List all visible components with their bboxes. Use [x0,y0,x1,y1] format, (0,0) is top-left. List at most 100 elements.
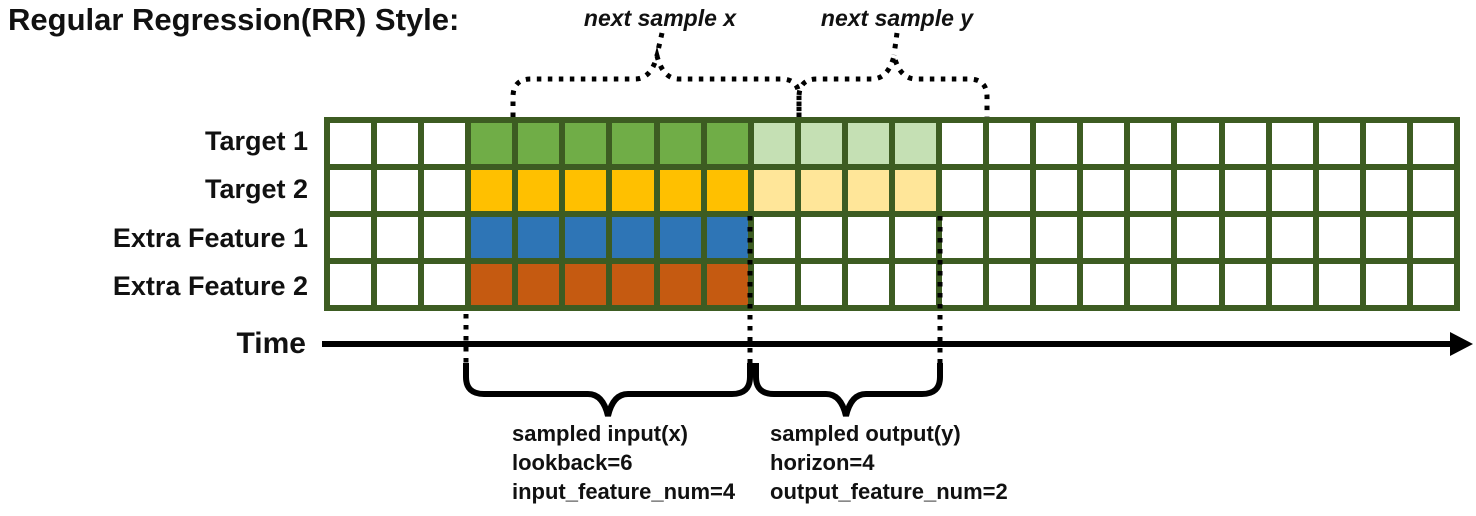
grid-cell [659,123,701,164]
grid-cell [471,264,513,305]
grid-cell [377,123,419,164]
grid-cell [424,217,466,258]
grid-cell [894,170,937,211]
row-label-target-1: Target 1 [204,125,308,156]
grid-cell [518,123,560,164]
next-sample-y-label: next sample y [820,5,974,31]
grid-cell [1412,217,1454,258]
grid-cell [1083,170,1125,211]
sampled-output-brace [753,363,943,417]
grid-cell [894,264,937,305]
grid-cell [1271,123,1313,164]
grid-cell [1177,123,1219,164]
next-sample-y-connector [891,32,900,56]
next-sample-x-connector [654,32,665,56]
grid-cell [942,217,984,258]
grid-cell [1036,170,1078,211]
grid-cell [518,170,560,211]
grid-cell [330,217,372,258]
grid-cell [942,123,984,164]
grid-cell [1177,217,1219,258]
grid-cell [1130,217,1172,258]
grid-cell [518,217,560,258]
sampled-output-title: sampled output(y) [770,421,961,446]
grid-cell [847,123,889,164]
grid-cell [847,217,889,258]
grid-cell [612,217,654,258]
grid-cell [612,264,654,305]
grid-cell [612,170,654,211]
grid-cell [1224,264,1266,305]
horizon-value: horizon=4 [770,450,875,475]
grid-cell [847,264,889,305]
grid-cell [1412,170,1454,211]
grid-cell [518,264,560,305]
grid-cell [565,264,607,305]
grid-cell [424,264,466,305]
grid-cell [377,264,419,305]
row-label-extra-feature-1: Extra Feature 1 [112,222,308,253]
grid-cell [1318,170,1360,211]
grid-cell [989,264,1031,305]
next-sample-x-label: next sample x [583,5,737,31]
grid-cell [706,264,748,305]
grid-cell [989,217,1031,258]
grid-cell [800,123,842,164]
grid-cell [1224,217,1266,258]
grid-cell [565,123,607,164]
grid-cell [800,170,842,211]
grid-cell [1177,264,1219,305]
grid-cell [330,264,372,305]
sampled-input-annotation: sampled input(x) lookback=6 input_featur… [512,419,735,506]
grid-cell [1083,217,1125,258]
grid-cell [753,123,795,164]
grid-cell [377,217,419,258]
grid-cell [1365,170,1407,211]
diagram-title: Regular Regression(RR) Style: [8,2,460,37]
grid-cell [1083,123,1125,164]
grid-cell [424,170,466,211]
grid-cell [330,123,372,164]
grid-cell [706,170,748,211]
grid-cell [706,123,748,164]
grid-cell [989,123,1031,164]
sampling-grid [324,117,1460,311]
grid-cell [1412,123,1454,164]
grid-cell [471,217,513,258]
grid-cell [989,170,1031,211]
grid-cell [894,217,937,258]
grid-cell [942,170,984,211]
grid-cell [1271,170,1313,211]
grid-cell [1271,264,1313,305]
row-label-extra-feature-2: Extra Feature 2 [112,271,308,302]
time-axis-label: Time [236,327,306,360]
time-arrowhead [1450,332,1473,356]
grid-cell [894,123,937,164]
grid-cell [1318,264,1360,305]
sampled-output-annotation: sampled output(y) horizon=4 output_featu… [770,419,1008,506]
grid-cell [471,123,513,164]
grid-cell [1224,170,1266,211]
grid-cell [377,170,419,211]
grid-cell [706,217,748,258]
grid-cell [1365,264,1407,305]
grid-cell [1365,217,1407,258]
grid-cell [659,217,701,258]
next-sample-y-brace [796,46,990,117]
sampled-input-title: sampled input(x) [512,421,689,446]
grid-cell [612,123,654,164]
output-feature-num: output_feature_num=2 [770,479,1008,504]
grid-cell [1130,170,1172,211]
grid-cell [1177,170,1219,211]
grid-cell [330,170,372,211]
grid-cell [1412,264,1454,305]
next-sample-x-brace [510,46,802,117]
grid-cell [753,217,795,258]
sampled-input-brace [463,363,753,417]
row-labels: Target 1 Target 2 Extra Feature 1 Extra … [0,117,308,311]
grid-cell [1318,123,1360,164]
lookback-value: lookback=6 [512,450,633,475]
grid-cell [753,170,795,211]
grid-cell [1130,123,1172,164]
